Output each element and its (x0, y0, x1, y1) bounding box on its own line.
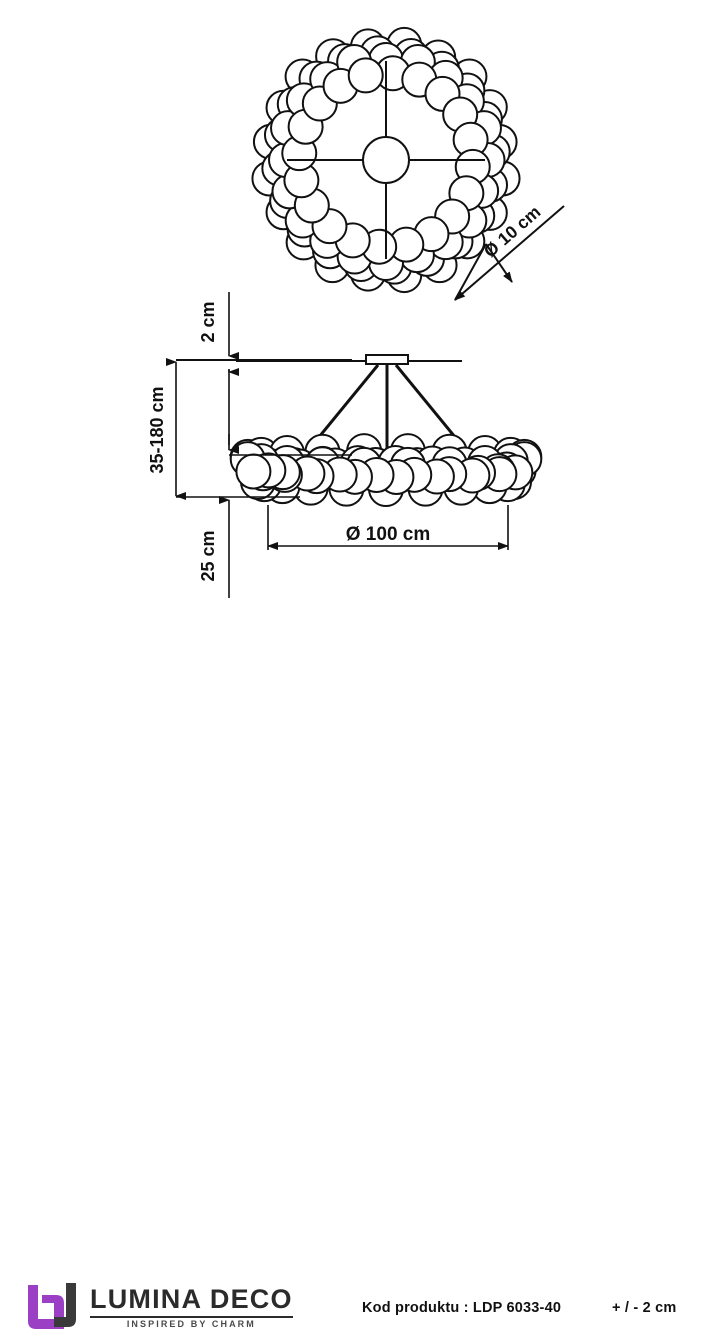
technical-drawing-canvas: Ø 10 cm (147, 26, 565, 598)
top-view-group: Ø 10 cm (251, 26, 565, 301)
brand-wordmark: LUMINA DECO INSPIRED BY CHARM (90, 1283, 293, 1329)
lumina-deco-monogram-icon (28, 1283, 76, 1329)
top-view-center-hub (362, 136, 410, 184)
side-view-spheres-front (229, 441, 543, 507)
sphere-bulb (235, 453, 272, 490)
brand-logo: LUMINA DECO INSPIRED BY CHARM (24, 1278, 293, 1336)
sphere-diameter-leader (454, 205, 565, 301)
side-view-group (176, 354, 543, 507)
footer: LUMINA DECO INSPIRED BY CHARM Kod produk… (0, 630, 720, 1329)
tolerance-note: + / - 2 cm (612, 1300, 677, 1316)
dimension-lines-group (166, 292, 509, 598)
brand-divider (90, 1315, 293, 1318)
dimension-label-body-height: 25 cm (198, 530, 218, 581)
brand-tagline: INSPIRED BY CHARM (126, 1318, 256, 1329)
ceiling-mount-plate (365, 354, 409, 365)
dimension-label-plate-thickness: 2 cm (198, 301, 218, 342)
sphere-bulb (347, 57, 384, 94)
drawing-sheet: Ø 10 cm (0, 26, 720, 1329)
dimension-label-suspension-height: 35-180 cm (147, 386, 167, 473)
monogram-l-shape (28, 1285, 50, 1329)
dimension-label-overall-diameter: Ø 100 cm (346, 524, 431, 545)
top-view-sphere-ring-inner (268, 42, 506, 281)
product-code: Kod produktu : LDP 6033-40 (362, 1300, 562, 1316)
brand-name: LUMINA DECO (90, 1283, 293, 1314)
